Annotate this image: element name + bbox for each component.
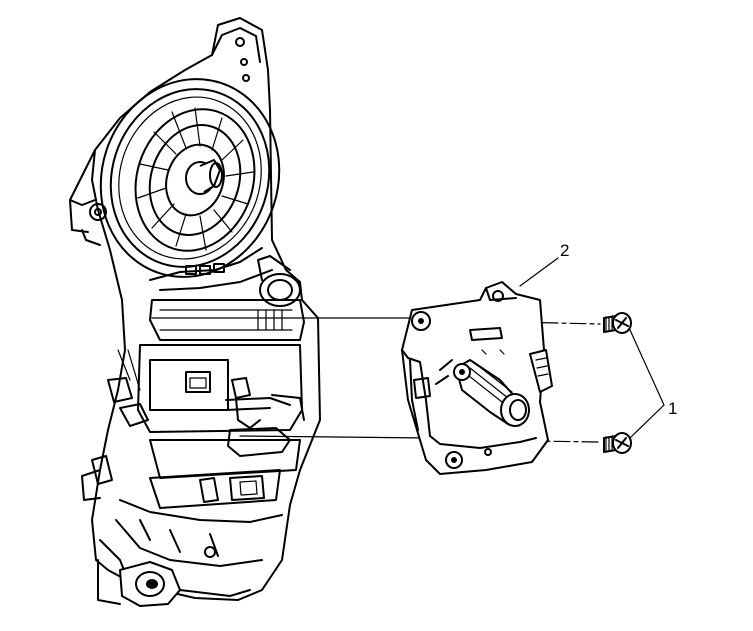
- callout-1: 1: [629, 329, 677, 439]
- blower-wheel: [134, 107, 256, 252]
- callout-2: 2: [519, 241, 569, 287]
- callout-2-label: 2: [560, 241, 569, 260]
- callout-1-label: 1: [668, 399, 677, 418]
- screw-upper: [603, 312, 632, 334]
- actuator-assembly: [401, 281, 553, 475]
- hvac-module-housing: [69, 17, 321, 607]
- screw-lower: [603, 432, 632, 454]
